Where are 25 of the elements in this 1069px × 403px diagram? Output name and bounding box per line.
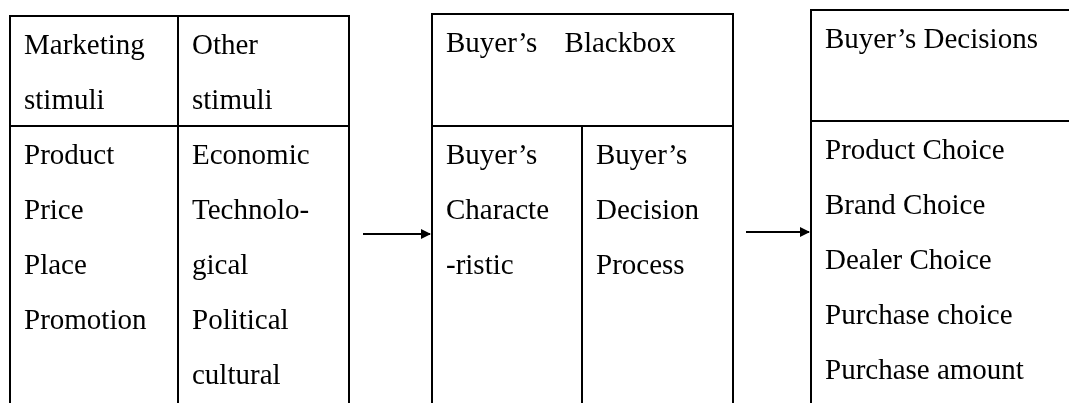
cell-text: Buyer’s Decisions: [825, 21, 1039, 56]
table-frame: [810, 9, 1069, 403]
cell-text: Buyer’s Blackbox: [446, 25, 677, 60]
cell-text: Product: [24, 137, 116, 172]
arrow: [362, 229, 431, 239]
cell-text: Price: [24, 192, 85, 227]
table-cell: [11, 17, 179, 127]
cell-text: Brand Choice: [825, 187, 987, 222]
cell-text: Purchase choice: [825, 297, 1014, 332]
cell-text: Buyer’s Decision Process: [596, 137, 700, 282]
cell-text: Buyer’s Characte -ristic: [446, 137, 550, 282]
cell-text: Marketing stimuli: [24, 27, 145, 117]
cell-text: Economic: [192, 137, 310, 172]
cell-text: Technolo- gical: [192, 192, 310, 282]
cell-text: Product Choice: [825, 132, 1006, 167]
arrow: [745, 227, 810, 237]
table-frame: [431, 13, 734, 403]
cell-text: Political: [192, 302, 289, 337]
cell-text: cultural: [192, 357, 281, 392]
cell-text: Place: [24, 247, 88, 282]
table-frame: [9, 15, 350, 403]
cell-text: Other stimuli: [192, 27, 273, 117]
cell-text: Purchase amount: [825, 352, 1025, 387]
cell-text: Dealer Choice: [825, 242, 993, 277]
cell-text: Promotion: [24, 302, 148, 337]
